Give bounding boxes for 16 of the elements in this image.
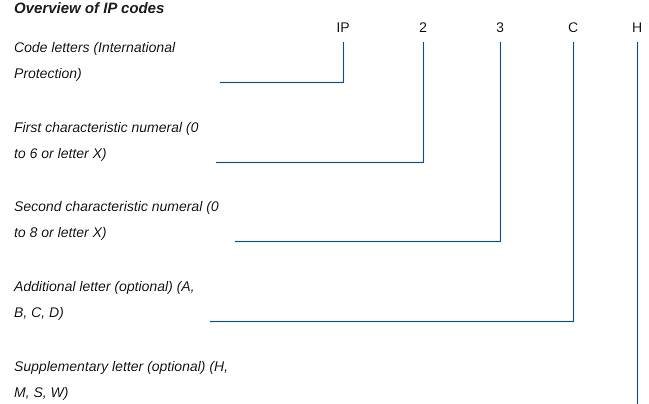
description-text: Second characteristic numeral (0 to 8 or letter X) bbox=[14, 193, 229, 245]
description-text: Additional letter (optional) (A, B, C, D) bbox=[14, 273, 204, 325]
description-text: Supplementary letter (optional) (H, M, S, W) bbox=[14, 353, 229, 404]
code-character: C bbox=[568, 18, 578, 36]
leader-line bbox=[220, 42, 344, 84]
code-character: 3 bbox=[496, 18, 504, 36]
description-text: Code letters (International Protection) bbox=[14, 34, 214, 86]
leader-line bbox=[216, 42, 424, 164]
code-character: IP bbox=[336, 18, 350, 36]
leader-line bbox=[235, 42, 502, 242]
code-character: H bbox=[632, 18, 642, 36]
code-character: 2 bbox=[419, 18, 427, 36]
description-text: First characteristic numeral (0 to 6 or letter X) bbox=[14, 114, 210, 166]
leader-line bbox=[210, 42, 574, 322]
leader-line bbox=[636, 42, 638, 404]
diagram-title: Overview of IP codes bbox=[14, 0, 164, 17]
